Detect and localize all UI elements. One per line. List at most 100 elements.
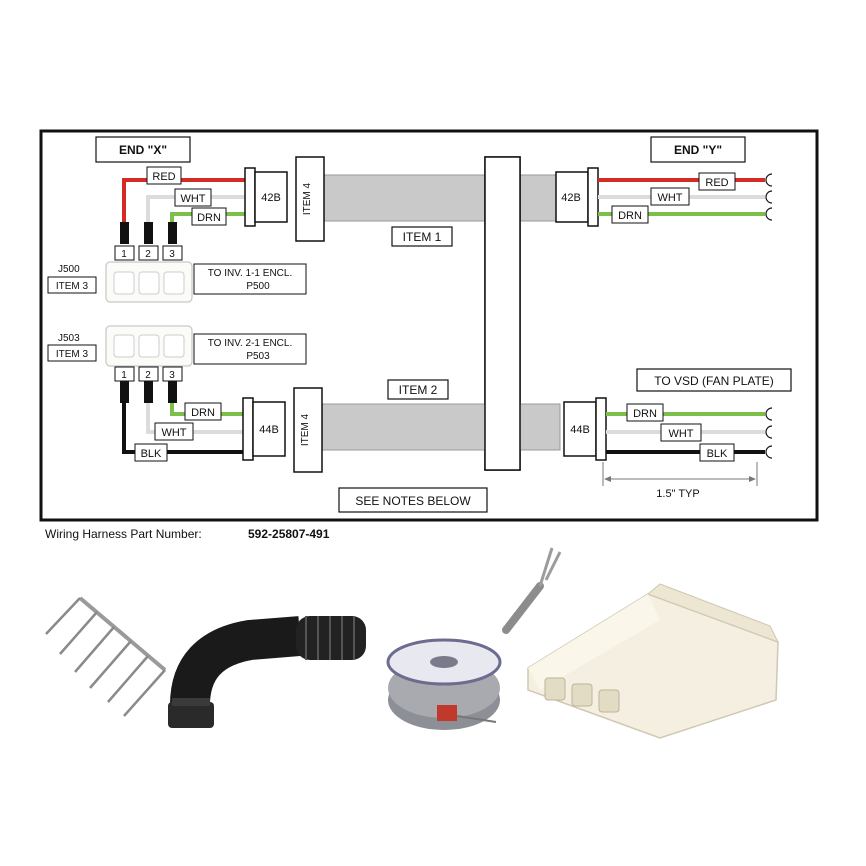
wire-tag-text: BLK xyxy=(141,448,162,460)
crimp-pin xyxy=(123,669,166,717)
wire-tag xyxy=(698,172,736,191)
item1-cable xyxy=(319,174,561,222)
cable-junction-bar-front xyxy=(484,156,521,471)
wire-tag-text: DRN xyxy=(197,212,221,224)
housing-cavity xyxy=(571,683,593,707)
item4-bottom-label: ITEM 4 xyxy=(300,413,311,446)
item3-tag-bottom xyxy=(47,344,97,362)
p503-destination-line2: P503 xyxy=(246,351,270,362)
pin-number: 2 xyxy=(145,370,151,381)
pin-stub xyxy=(168,381,177,403)
item2-label: ITEM 2 xyxy=(399,383,438,397)
pin-stub xyxy=(144,222,153,244)
crimp-pins-photo xyxy=(45,596,167,717)
terminal-body xyxy=(502,582,544,634)
vsd-destination-box xyxy=(636,368,792,392)
crimp-pin xyxy=(59,611,98,655)
ring-terminal xyxy=(765,207,773,221)
wire-tag xyxy=(650,187,690,206)
backshell-right-top-flange xyxy=(587,167,599,227)
item3-label-bottom: ITEM 3 xyxy=(56,349,89,360)
backshell-left-bottom-flange xyxy=(242,397,254,461)
housing-cavity xyxy=(598,689,620,713)
backshell-right-top xyxy=(555,171,589,223)
end-y-label: END "Y" xyxy=(674,143,722,157)
wire-tag xyxy=(699,443,735,462)
wire-tag-text: RED xyxy=(152,171,175,183)
connector-cavity xyxy=(163,271,185,295)
ring-terminal xyxy=(765,190,773,204)
wire-tag xyxy=(184,402,222,421)
wire-tag xyxy=(154,422,194,441)
wire-red-left xyxy=(122,178,247,232)
pin-number: 3 xyxy=(169,249,175,260)
notes-label: SEE NOTES BELOW xyxy=(355,494,471,508)
wire-tag-text: WHT xyxy=(180,193,205,205)
item2-cable xyxy=(319,403,561,451)
spool-wire-end xyxy=(456,715,497,723)
crimp-pin xyxy=(89,640,132,689)
wire-tag-text: WHT xyxy=(668,428,693,440)
p503-destination-box xyxy=(193,333,307,365)
backshell-left-top-flange xyxy=(244,167,256,227)
p503-destination-line1: TO INV. 2-1 ENCL. xyxy=(208,338,292,349)
conduit-elbow-photo xyxy=(168,616,366,728)
wire-spool-photo xyxy=(386,638,502,730)
wire-tag-text: DRN xyxy=(633,408,657,420)
notes-box xyxy=(338,487,488,513)
crimp-terminal-photo xyxy=(502,547,562,634)
end-y-box xyxy=(650,136,746,163)
crimp-pin xyxy=(107,655,149,703)
dimension-label: 1.5" TYP xyxy=(656,488,699,500)
spool-tag xyxy=(437,705,457,721)
end-x-box xyxy=(95,136,191,163)
pin-number: 2 xyxy=(145,249,151,260)
connector-housing-photo xyxy=(527,583,780,739)
dimension-arrow-right xyxy=(749,476,756,482)
vsd-destination-label: TO VSD (FAN PLATE) xyxy=(654,374,774,388)
end-x-label: END "X" xyxy=(119,143,167,157)
item3-tag-top xyxy=(47,276,97,294)
pin-stub xyxy=(144,381,153,403)
p500-destination-line1: TO INV. 1-1 ENCL. xyxy=(208,268,292,279)
ring-terminal xyxy=(765,425,773,439)
backshell-left-top-label: 42B xyxy=(261,192,281,204)
wire-tag-text: DRN xyxy=(618,210,642,222)
backshell-right-bottom-label: 44B xyxy=(570,424,590,436)
connector-cavity xyxy=(138,271,160,295)
elbow-nut xyxy=(172,698,210,706)
wire-tag xyxy=(146,166,182,185)
backshell-left-top xyxy=(254,171,288,223)
wire-tag xyxy=(626,403,664,422)
ring-terminal xyxy=(765,445,773,459)
wire-blk-left-bottom xyxy=(122,383,245,454)
pin-number: 1 xyxy=(121,370,127,381)
pin-carrier-strip xyxy=(78,596,167,672)
connector-cavity xyxy=(163,334,185,358)
elbow-thread xyxy=(168,702,214,728)
connector-cavity xyxy=(113,334,135,358)
part-number-label: Wiring Harness Part Number: xyxy=(45,527,202,541)
spool-hub xyxy=(430,656,458,668)
j500-label: J500 xyxy=(58,264,80,275)
backshell-left-bottom xyxy=(252,401,286,457)
item1-label: ITEM 1 xyxy=(403,230,442,244)
backshell-left-bottom-label: 44B xyxy=(259,424,279,436)
housing-cavity xyxy=(544,677,566,701)
backshell-right-bottom-flange xyxy=(595,397,607,461)
item4-sleeve-top xyxy=(295,156,325,242)
elbow-body xyxy=(170,616,302,706)
wire-tag-text: WHT xyxy=(161,427,186,439)
p500-destination-box xyxy=(193,263,307,295)
connector-cavity xyxy=(113,271,135,295)
housing-top-face xyxy=(647,583,780,643)
item2-tag xyxy=(387,379,449,400)
crimp-pin xyxy=(74,626,115,673)
backshell-right-top-label: 42B xyxy=(561,192,581,204)
p500-destination-line2: P500 xyxy=(246,281,270,292)
backshell-right-bottom xyxy=(563,401,597,457)
wire-tag-text: WHT xyxy=(657,192,682,204)
terminal-tab xyxy=(538,547,554,587)
pin-number: 3 xyxy=(169,370,175,381)
